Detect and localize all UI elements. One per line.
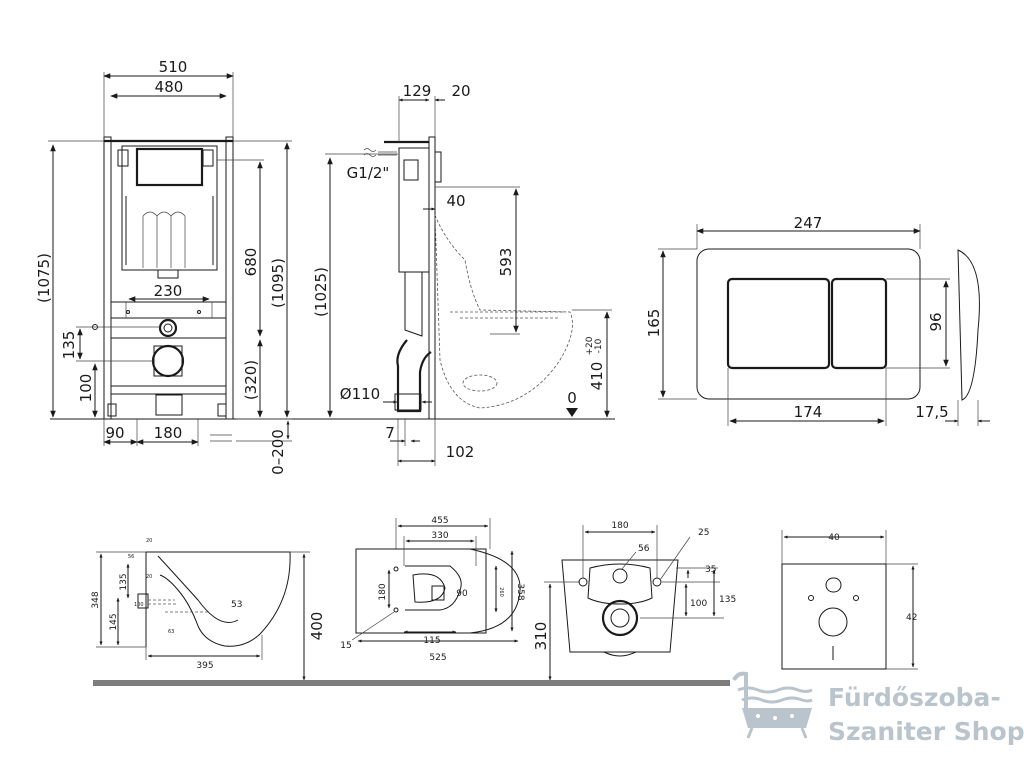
- frame-front-dimensions: 510 480 (1075) 680 (1095) (320) 230 135 …: [35, 58, 292, 475]
- dim-pipe-spacing: 230: [154, 282, 183, 300]
- bowl-top-dimensions: 455 330 525 358 260 180 90 115 15: [340, 516, 525, 663]
- dim-wallplate-height: 42: [906, 613, 917, 623]
- dim-gap: 7: [385, 424, 395, 442]
- dim-bowl-floor-height: 400: [308, 612, 326, 641]
- wall-plate-view: [781, 563, 887, 670]
- dim-height-total: (1075): [35, 253, 53, 303]
- dim-back-width: 180: [611, 521, 628, 531]
- brand-line1: Fürdőszoba-: [828, 683, 1001, 712]
- dim-drain-height: 100: [77, 374, 95, 403]
- dim-foot-left: 90: [105, 424, 124, 442]
- dim-top-depth-358: 358: [515, 583, 525, 600]
- dim-seat-tol-plus: +20: [585, 336, 595, 355]
- dim-plate-depth: 17,5: [915, 403, 948, 421]
- ground-bar: [93, 680, 730, 686]
- frame-front-view: [92, 136, 234, 442]
- dim-side-depth: 129: [403, 82, 432, 100]
- dim-plate-height: 165: [645, 309, 663, 338]
- dim-tiny-20a: 20: [146, 538, 152, 544]
- dim-protrusion: 102: [446, 443, 475, 461]
- dim-back-hole-56: 56: [638, 544, 650, 554]
- dim-top-width-inner: 330: [431, 531, 448, 541]
- dim-tiny-56: 56: [128, 554, 134, 560]
- bowl-back-view: [561, 559, 679, 657]
- flush-plate-dimensions: 247 165 96 174 17,5: [645, 214, 990, 426]
- dim-seat-tol-minus: -10: [594, 338, 604, 353]
- dim-height-mid: 680: [242, 248, 260, 277]
- dim-side-height: (1025): [312, 267, 330, 317]
- label-thread: G1/2": [347, 164, 390, 182]
- dim-top-depth-260: 260: [498, 587, 504, 597]
- dim-leg-range: 0–200: [269, 429, 287, 475]
- dim-top-outlet-90: 90: [456, 589, 468, 599]
- dim-tiny-63: 63: [168, 629, 174, 635]
- dim-back-hole-25: 25: [698, 528, 709, 538]
- dim-tiny-20b: 20: [146, 574, 152, 580]
- dim-foot-span: 180: [154, 424, 183, 442]
- dim-top-length: 525: [429, 653, 446, 663]
- brand-logo: Fürdőszoba- Szaniter Shop: [732, 671, 1024, 746]
- dim-seat-height: 410: [588, 362, 606, 391]
- dim-back-v135: 135: [719, 595, 736, 605]
- label-zero-level: 0: [567, 389, 577, 407]
- dim-button-width: 174: [794, 403, 823, 421]
- brand-line2: Szaniter Shop: [828, 717, 1024, 746]
- frame-side-view: [363, 136, 573, 420]
- dim-bowl-inner-height: 145: [109, 613, 119, 630]
- bowl-back-dimensions: 180 56 25 35 100 135 310: [532, 521, 736, 681]
- dim-back-v100: 100: [690, 599, 707, 609]
- dim-wallplate-width: 40: [828, 533, 840, 543]
- bowl-side-dimensions: 348 145 135 56 20 20 100 63 53 395 400: [91, 538, 326, 681]
- dim-height-full: (1095): [269, 258, 287, 308]
- dim-plate-width: 247: [794, 214, 823, 232]
- dim-pipe-diameter: Ø110: [340, 385, 380, 403]
- dim-bowl-height-side: 348: [91, 591, 101, 608]
- bathtub-icon: [732, 671, 813, 739]
- dim-width-outer: 510: [159, 58, 188, 76]
- bowl-side-view: [137, 551, 291, 647]
- dim-drain-height-paren: (320): [242, 360, 260, 400]
- dim-back-v35: 35: [705, 565, 716, 575]
- dim-bowl-height: 593: [497, 248, 515, 277]
- dim-drain-offset: 135: [60, 331, 78, 360]
- dim-side-offset: 40: [446, 192, 465, 210]
- flush-plate-view: [696, 248, 980, 401]
- dim-bowl-small-height: 135: [119, 573, 129, 590]
- frame-side-dimensions: 129 20 G1/2" 40 (1025) 593 410 +20 -10 0…: [312, 82, 612, 466]
- dim-tiny-53: 53: [231, 600, 242, 610]
- wall-plate-dimensions: 40 42: [781, 530, 918, 670]
- dim-button-height: 96: [927, 312, 945, 331]
- dim-width-inner: 480: [155, 78, 184, 96]
- dim-tiny-100: 100: [134, 602, 144, 608]
- dim-top-offset-180: 180: [378, 583, 388, 600]
- dim-side-plate: 20: [451, 82, 470, 100]
- dim-back-floor-310: 310: [532, 622, 550, 651]
- dim-bowl-length: 395: [196, 661, 213, 671]
- dim-top-hole-15: 15: [340, 641, 351, 651]
- dim-top-width-outer: 455: [431, 516, 448, 526]
- dim-top-hole-115: 115: [423, 636, 440, 646]
